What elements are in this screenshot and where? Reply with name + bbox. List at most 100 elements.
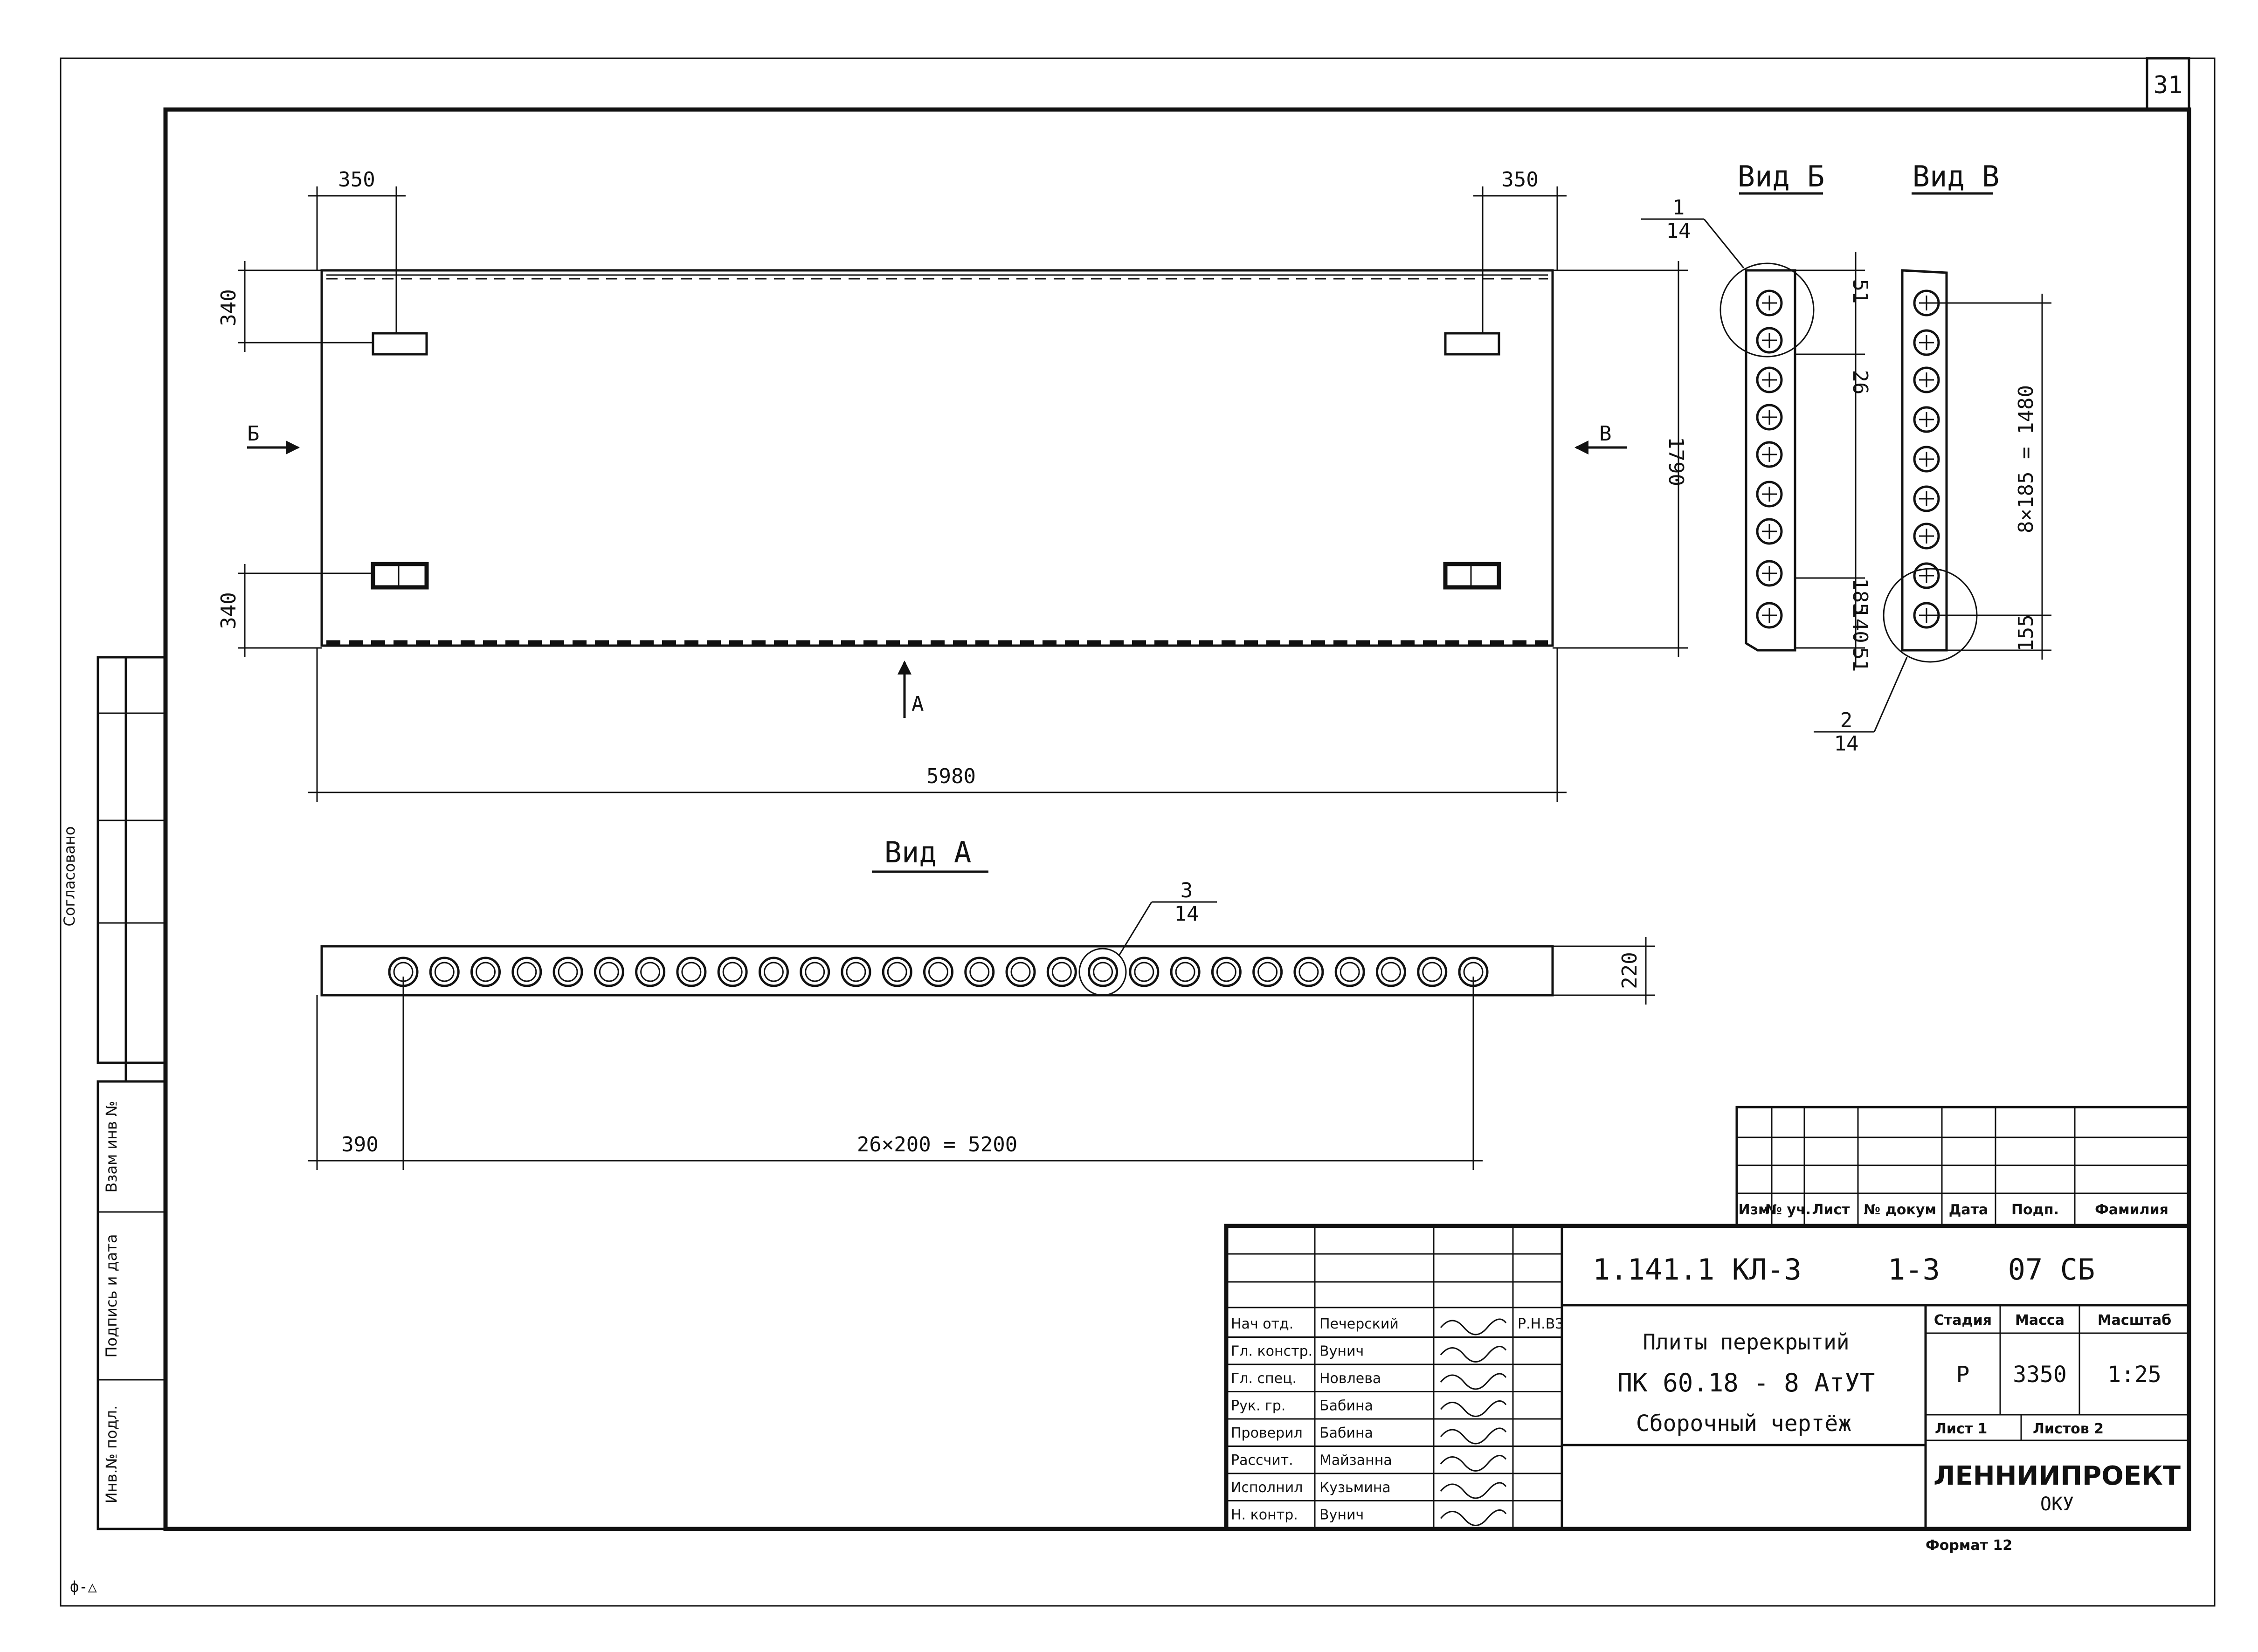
signer-row: Гл. констр. Вунич [1226,1343,1562,1365]
doc-code: 1.141.1 КЛ-3 [1593,1253,1802,1287]
view-v-rebar [1913,366,1940,393]
view-v-title: Вид В [1913,159,2000,193]
signer-role: Гл. констр. [1231,1343,1312,1360]
view-a-hole [1252,957,1283,987]
view-b-callout-num: 1 [1672,196,1685,220]
signature-scribble [1440,1318,1507,1335]
view-b-dim-top: 51 [1848,279,1872,304]
view-a-hole [1170,957,1201,987]
view-a-callout-num: 3 [1181,879,1193,902]
view-a-hole [511,957,542,987]
view-b-dim-third: 185 [1848,578,1872,615]
rev-header-izm: Изм [1738,1202,1769,1218]
org-name: ЛЕННИИПРОЕКТ [1933,1461,2181,1491]
sign-date-label: Подпись и дата [103,1234,120,1357]
lifting-loop-bottom-right [1443,562,1501,590]
view-v-callout-num: 2 [1840,709,1853,732]
view-a-hole [470,957,501,987]
signer-role: Нач отд. [1231,1316,1293,1332]
signer-row: Н. контр.Вунич [1226,1507,1562,1529]
view-a-hole [758,957,789,987]
view-v: Вид В 2 14 8×185 = 1480 155 [1814,159,2051,756]
signer-role: Рук. гр. [1231,1398,1285,1414]
view-a-hole [1334,957,1365,987]
rev-header-uch: № уч. [1765,1202,1811,1218]
signer-name: Печерский [1319,1316,1399,1332]
side-stamp: Согласовано Взам инв № Подпись и дата Ин… [61,656,167,1530]
signature-scribble [1440,1346,1507,1363]
view-a-hole [635,957,666,987]
dim-bottom-offset: 340 [217,592,241,629]
signature-scribble [1440,1455,1507,1472]
view-a-hole [1046,957,1077,987]
dim-left-offset: 350 [338,168,375,192]
dim-right-offset: 350 [1501,168,1538,192]
view-a-callout-den: 14 [1174,902,1199,926]
view-v-rebar [1913,523,1940,550]
view-b-rebar [1756,289,1783,317]
format-note: Формат 12 [1926,1537,2012,1554]
view-a-hole [923,957,953,987]
mass-label: Масса [2015,1312,2065,1328]
scale-value: 1:25 [2107,1362,2161,1388]
signature-scribble [1440,1509,1507,1526]
view-a-hole [1088,957,1119,987]
view-b-rebar [1756,518,1783,545]
view-a-holes [388,957,1489,987]
rev-header-sign: Подп. [2011,1202,2059,1218]
dim-length: 5980 [926,764,976,788]
view-b-holes [1756,289,1783,629]
view-b-dim-bottom: 51 [1848,647,1872,672]
view-b-title: Вид Б [1738,159,1825,193]
view-v-rebar [1913,562,1940,589]
rev-header-list: Лист [1812,1202,1850,1218]
view-v-holes [1913,289,1940,629]
dept-name: ОКУ [2040,1494,2074,1515]
view-b-rebar [1756,602,1783,629]
view-a-hole [1005,957,1036,987]
signer-row: Рассчит.Майзанна [1226,1452,1562,1474]
revision-table: Изм № уч. Лист № докум Дата Подп. Фамили… [1735,1106,2190,1227]
signature-scribble [1440,1400,1507,1417]
name-line2: ПК 60.18 - 8 АтУТ [1617,1368,1875,1397]
view-a-hole [717,957,748,987]
doc-suffix: 07 СБ [2008,1253,2095,1287]
dim-height: 1790 [1664,437,1688,486]
signature-scribble [1440,1373,1507,1390]
view-v-dim-bottom: 155 [2014,614,2038,651]
view-a-hole [841,957,871,987]
view-b-dim-second: 26 [1848,370,1872,395]
signer-role: Исполнил [1231,1480,1303,1496]
signer-row: Нач отд. Печерский [1226,1316,1562,1338]
dim-start: 390 [341,1133,378,1156]
signer-name: Кузьмина [1319,1480,1391,1496]
signer-name: Новлева [1319,1370,1381,1387]
view-v-rebar [1913,406,1940,433]
view-v-dim-spacing: 8×185 = 1480 [2014,385,2038,533]
view-marker-b: Б [247,422,260,446]
view-b-callout-den: 14 [1666,219,1691,243]
signer-row: Гл. спец. Новлева [1226,1370,1562,1392]
view-a-hole [882,957,912,987]
mass-value: 3350 [2013,1362,2067,1388]
signer-role: Гл. спец. [1231,1370,1297,1387]
view-b-rebar [1756,366,1783,393]
view-b-dim-fourth: 140 [1848,606,1872,643]
view-marker-a: А [911,692,924,716]
view-a-hole [964,957,995,987]
view-a-hole [676,957,707,987]
rev-header-date: Дата [1949,1202,1989,1218]
signer-name: Вунич [1319,1343,1364,1360]
view-a-hole [800,957,830,987]
view-b-rebar [1756,404,1783,431]
plan-view: 350 350 340 340 1790 5980 Б В А [217,168,1688,802]
view-v-rebar [1913,329,1940,356]
name-line3: Сборочный чертёж [1636,1411,1851,1437]
stage-value: Р [1956,1362,1970,1388]
view-v-rebar [1913,485,1940,512]
view-v-callout-den: 14 [1834,732,1859,756]
scale-label: Масштаб [2098,1312,2171,1328]
view-b: Вид Б 1 14 51 26 185 140 51 [1641,159,1872,672]
